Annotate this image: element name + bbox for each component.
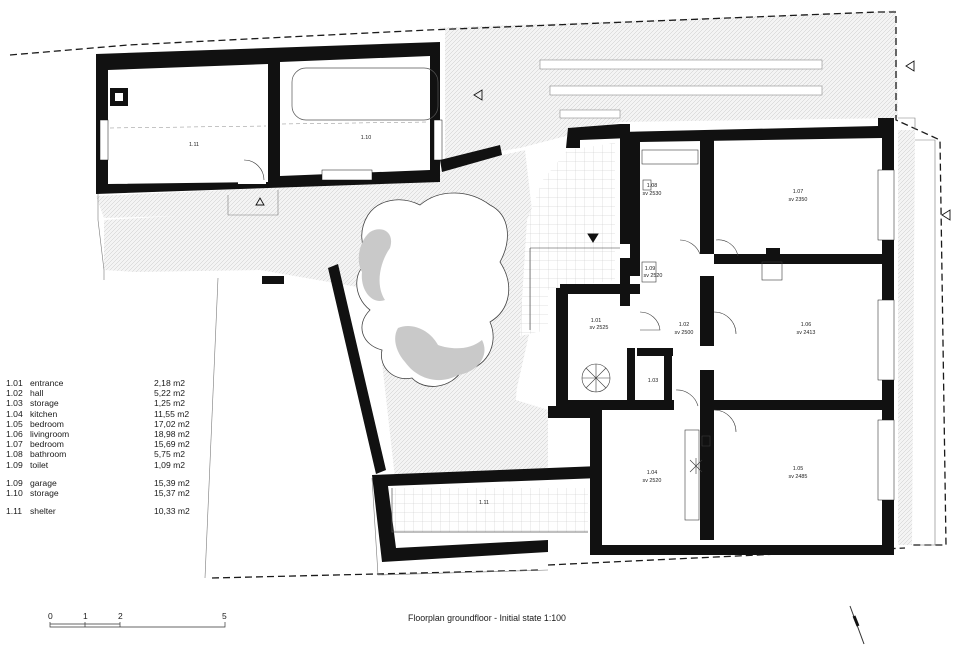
schedule-row: 1.03 storage 1,25 m2 [6, 398, 206, 408]
room-name: garage [30, 477, 57, 488]
label-r109-sv: sv 2520 [644, 273, 663, 279]
room-area: 17,02 m2 [154, 418, 190, 429]
label-r101-sv: sv 2525 [590, 325, 609, 331]
label-r102-sv: sv 2500 [675, 330, 694, 336]
room-name: bathroom [30, 449, 67, 460]
room-number: 1.08 [6, 449, 23, 460]
room-name: toilet [30, 459, 49, 470]
label-r106-num: 1.06 [801, 322, 812, 328]
room-number: 1.07 [6, 439, 23, 450]
room-number: 1.01 [6, 378, 23, 388]
room-area: 1,25 m2 [154, 398, 186, 409]
label-garage-right: 1.10 [361, 135, 372, 141]
room-name: kitchen [30, 408, 58, 419]
schedule-row: 1.11 shelter 10,33 m2 [6, 506, 206, 516]
north-arrow [849, 605, 865, 645]
room-number: 1.04 [6, 408, 23, 419]
label-r102-num: 1.02 [679, 322, 690, 328]
label-r105-sv: sv 2485 [789, 474, 808, 480]
label-r103-num: 1.03 [648, 378, 659, 384]
label-r108-num: 1.08 [647, 183, 658, 189]
house-walls [548, 118, 895, 555]
room-number: 1.02 [6, 388, 23, 399]
room-area: 15,69 m2 [154, 439, 190, 450]
label-garage-left: 1.11 [189, 142, 199, 148]
schedule-row: 1.02 hall 5,22 m2 [6, 388, 206, 398]
label-r107-num: 1.07 [793, 189, 804, 195]
stairs-and-fixtures [529, 149, 783, 521]
garage-building [96, 42, 443, 194]
room-area: 5,22 m2 [154, 388, 186, 399]
tiled-courtyard [392, 143, 615, 532]
scale-tick-label: 5 [222, 611, 227, 621]
room-schedule: 1.01 entrance 2,18 m2 1.02 hall 5,22 m2 1.03… [6, 378, 206, 516]
room-labels: 1.11 1.10 1.11 1.08 sv 2530 1.07 sv 2350… [189, 135, 815, 506]
label-r108-sv: sv 2530 [643, 191, 662, 197]
room-name: livingroom [30, 428, 70, 439]
label-shelter: 1.11 [479, 500, 489, 506]
scale-tick-label: 0 [48, 611, 53, 621]
room-name: bedroom [30, 418, 64, 429]
label-r104-num: 1.04 [647, 470, 658, 476]
label-r106-sv: sv 2413 [797, 330, 816, 336]
room-name: storage [30, 398, 59, 409]
room-number: 1.03 [6, 398, 23, 409]
label-r109-num: 1.09 [645, 266, 656, 272]
schedule-row: 1.06 livingroom 18,98 m2 [6, 429, 206, 439]
room-area: 15,37 m2 [154, 487, 190, 498]
door-swings [243, 159, 739, 433]
room-area: 18,98 m2 [154, 428, 190, 439]
room-name: storage [30, 487, 59, 498]
schedule-row: 1.05 bedroom 17,02 m2 [6, 419, 206, 429]
room-area: 1,09 m2 [154, 459, 186, 470]
label-r107-sv: sv 2350 [789, 197, 808, 203]
marker-triangles [255, 60, 951, 243]
link-walls [262, 145, 502, 474]
scale-tick-label: 2 [118, 611, 123, 621]
label-r101-num: 1.01 [591, 318, 602, 324]
schedule-row: 1.08 bathroom 5,75 m2 [6, 449, 206, 459]
drawing-caption: Floorplan groundfloor - Initial state 1:… [408, 613, 566, 623]
room-area: 2,18 m2 [154, 378, 186, 388]
schedule-row: 1.10 storage 15,37 m2 [6, 488, 206, 498]
room-name: hall [30, 388, 44, 399]
room-number: 1.10 [6, 487, 23, 498]
schedule-row: 1.09 toilet 1,09 m2 [6, 460, 206, 470]
room-number: 1.09 [6, 459, 23, 470]
scale-tick-label: 1 [83, 611, 88, 621]
tree-canopy [356, 192, 509, 387]
schedule-row: 1.04 kitchen 11,55 m2 [6, 409, 206, 419]
room-area: 5,75 m2 [154, 449, 186, 460]
room-name: shelter [30, 506, 56, 517]
label-r105-num: 1.05 [793, 466, 804, 472]
room-number: 1.05 [6, 418, 23, 429]
room-number: 1.11 [6, 506, 23, 517]
scale-bar-labels: 0 1 2 5 [46, 611, 246, 623]
room-name: bedroom [30, 439, 64, 450]
room-number: 1.06 [6, 428, 23, 439]
parking-strips [539, 59, 823, 119]
room-area: 10,33 m2 [154, 506, 190, 517]
shelter-structure [372, 466, 600, 562]
room-area: 11,55 m2 [154, 408, 190, 419]
schedule-row: 1.01 entrance 2,18 m2 [6, 378, 206, 388]
room-area: 15,39 m2 [154, 477, 190, 488]
room-number: 1.09 [6, 477, 23, 488]
label-r104-sv: sv 2520 [643, 478, 662, 484]
scale-bar [49, 622, 226, 628]
schedule-row: 1.07 bedroom 15,69 m2 [6, 439, 206, 449]
room-name: entrance [30, 378, 64, 388]
schedule-row: 1.09 garage 15,39 m2 [6, 478, 206, 488]
